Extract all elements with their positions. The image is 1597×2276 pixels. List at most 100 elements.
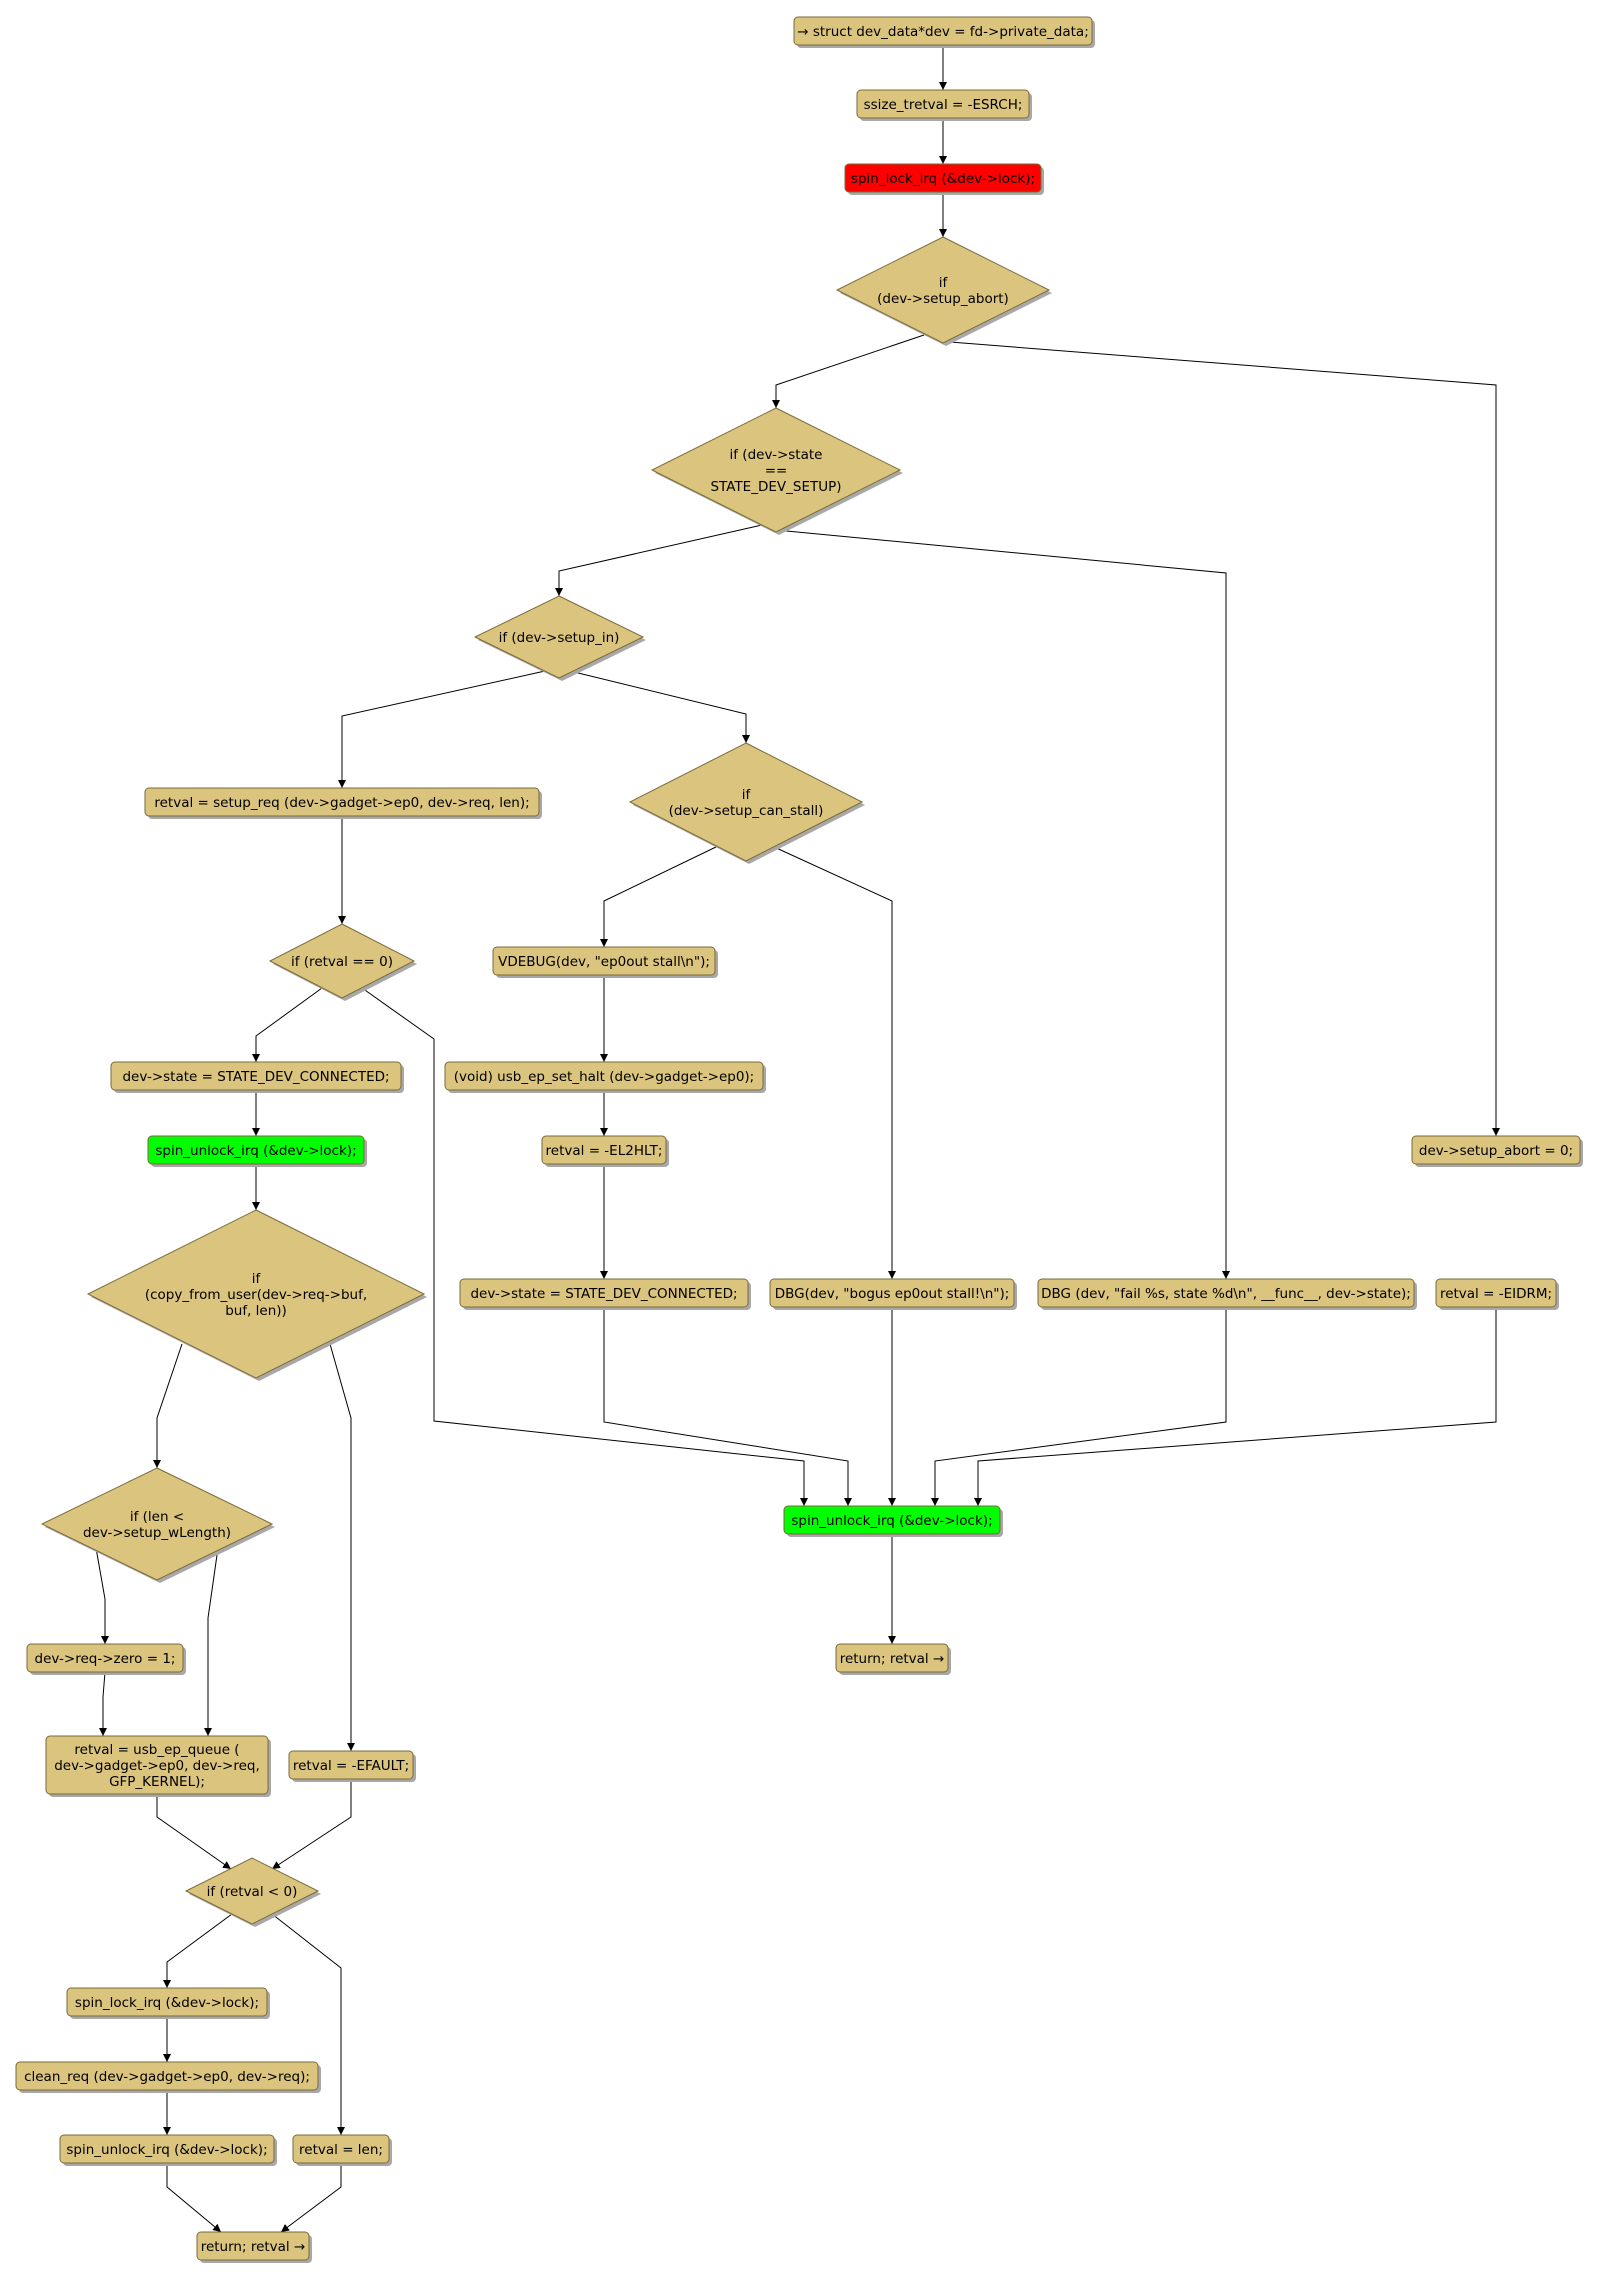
statement-box <box>66 1987 268 2017</box>
node-label: dev->req->zero = 1; <box>35 1651 176 1667</box>
node-label: dev->setup_wLength) <box>83 1525 231 1541</box>
node-label: spin_unlock_irq (&dev->lock); <box>66 2142 267 2158</box>
decision-diamond <box>473 595 645 679</box>
node-d2: if (dev->state==STATE_DEV_SETUP) <box>650 407 903 535</box>
node-label: == <box>765 463 788 479</box>
node-label: STATE_DEV_SETUP) <box>710 479 841 495</box>
node-d1: if(dev->setup_abort) <box>835 236 1052 346</box>
node-label: DBG(dev, "bogus ep0out stall!\n"); <box>775 1286 1010 1302</box>
node-n-efault: retval = -EFAULT; <box>288 1750 416 1782</box>
node-label: retval = -EL2HLT; <box>546 1143 663 1159</box>
node-label: retval = -EIDRM; <box>1440 1286 1552 1302</box>
node-n-unlock3: spin_unlock_irq (&dev->lock); <box>59 2134 277 2166</box>
node-label: ssize_tretval = -ESRCH; <box>864 97 1023 113</box>
node-n-halt: (void) usb_ep_set_halt (dev->gadget->ep0… <box>444 1061 766 1093</box>
flow-arrow <box>99 1671 107 1736</box>
node-label: if (retval < 0) <box>207 1884 298 1900</box>
decision-diamond <box>268 923 416 999</box>
statement-box <box>856 89 1030 119</box>
flow-arrow <box>603 1307 852 1506</box>
flow-arrow <box>361 987 808 1506</box>
decision-diamond <box>40 1467 274 1581</box>
node-n-vdebug: VDEBUG(dev, "ep0out stall\n"); <box>492 946 718 978</box>
node-label: spin_unlock_irq (&dev->lock); <box>791 1513 992 1529</box>
statement-box <box>26 1643 184 1673</box>
flow-arrow <box>338 670 546 788</box>
node-label: spin_unlock_irq (&dev->lock); <box>155 1143 356 1159</box>
statement-box <box>492 946 716 976</box>
node-label: if (len < <box>130 1509 184 1525</box>
node-label: (dev->setup_can_stall) <box>669 803 824 819</box>
flow-arrow <box>600 845 719 947</box>
decision-diamond <box>650 407 902 533</box>
flow-arrow <box>95 1547 109 1644</box>
node-n-dbg-bogus: DBG(dev, "bogus ep0out stall!\n"); <box>769 1278 1017 1310</box>
statement-box <box>196 2231 310 2261</box>
statement-box <box>793 16 1093 46</box>
node-label: if (dev->setup_in) <box>499 630 620 646</box>
node-label: dev->state = STATE_DEV_CONNECTED; <box>470 1286 737 1302</box>
flow-arrow <box>772 334 925 408</box>
node-label: DBG (dev, "fail %s, state %d\n", __func_… <box>1041 1286 1411 1302</box>
statement-box <box>783 1505 1001 1535</box>
node-label: retval = usb_ep_queue ( <box>74 1742 239 1758</box>
node-n-unlock1: spin_unlock_irq (&dev->lock); <box>147 1135 367 1167</box>
node-n2: ssize_tretval = -ESRCH; <box>856 89 1032 121</box>
node-label: return; retval → <box>840 1651 945 1667</box>
statement-box <box>1037 1278 1415 1308</box>
node-n1: → struct dev_data*dev = fd->private_data… <box>793 16 1095 48</box>
statement-box <box>835 1643 949 1673</box>
node-n-return-main: return; retval → <box>835 1643 951 1675</box>
flow-arrow <box>771 845 896 1279</box>
flow-arrow <box>271 1779 352 1870</box>
node-d-stall: if(dev->setup_can_stall) <box>628 742 865 864</box>
node-label: GFP_KERNEL); <box>109 1774 205 1790</box>
decision-diamond <box>86 1209 426 1379</box>
statement-box <box>844 163 1042 193</box>
flow-arrow <box>204 1547 219 1736</box>
statement-box <box>292 2134 390 2164</box>
node-label: retval = setup_req (dev->gadget->ep0, de… <box>154 795 529 811</box>
flow-arrow <box>166 2163 222 2233</box>
node-n-clean: clean_req (dev->gadget->ep0, dev->req); <box>15 2061 321 2093</box>
node-label: retval = len; <box>299 2142 383 2158</box>
statement-box <box>459 1278 749 1308</box>
flow-arrow <box>153 1343 183 1468</box>
statement-box <box>444 1061 764 1091</box>
node-n-eidrm: retval = -EIDRM; <box>1435 1278 1559 1310</box>
node-d-len: if (len <dev->setup_wLength) <box>40 1467 275 1583</box>
statement-box <box>144 787 540 817</box>
flow-arrow <box>949 341 1500 1136</box>
statement-box <box>1435 1278 1557 1308</box>
node-label: clean_req (dev->gadget->ep0, dev->req); <box>24 2069 310 2085</box>
statement-box <box>59 2134 275 2164</box>
flow-arrow <box>156 1794 232 1870</box>
node-label: if (dev->state <box>730 447 823 463</box>
decision-diamond <box>835 236 1051 344</box>
node-n3: spin_lock_irq (&dev->lock); <box>844 163 1044 195</box>
node-label: dev->state = STATE_DEV_CONNECTED; <box>122 1069 389 1085</box>
node-n-abort0: dev->setup_abort = 0; <box>1411 1135 1583 1167</box>
node-n-dbg-fail: DBG (dev, "fail %s, state %d\n", __func_… <box>1037 1278 1417 1310</box>
statement-box <box>769 1278 1015 1308</box>
node-label: spin_lock_irq (&dev->lock); <box>851 171 1035 187</box>
node-n-return-left: return; retval → <box>196 2231 312 2263</box>
node-label: → struct dev_data*dev = fd->private_data… <box>797 24 1089 40</box>
node-label: dev->setup_abort = 0; <box>1419 1143 1573 1159</box>
node-n-connected1: dev->state = STATE_DEV_CONNECTED; <box>110 1061 404 1093</box>
statement-box <box>147 1135 365 1165</box>
flow-arrow <box>569 670 750 743</box>
node-d3: if (dev->setup_in) <box>473 595 646 681</box>
node-label: return; retval → <box>201 2239 306 2255</box>
node-label: (copy_from_user(dev->req->buf, <box>145 1287 367 1303</box>
flow-arrow <box>329 1343 355 1751</box>
node-label: dev->gadget->ep0, dev->req, <box>54 1758 260 1774</box>
node-n-el2hlt: retval = -EL2HLT; <box>541 1135 669 1167</box>
node-d-retval0: if (retval == 0) <box>268 923 417 1001</box>
node-label: VDEBUG(dev, "ep0out stall\n"); <box>498 954 710 970</box>
node-n-queue: retval = usb_ep_queue (dev->gadget->ep0,… <box>45 1735 271 1797</box>
flow-arrow <box>974 1307 1497 1506</box>
flow-arrow <box>271 1913 345 2135</box>
node-n-len: retval = len; <box>292 2134 392 2166</box>
